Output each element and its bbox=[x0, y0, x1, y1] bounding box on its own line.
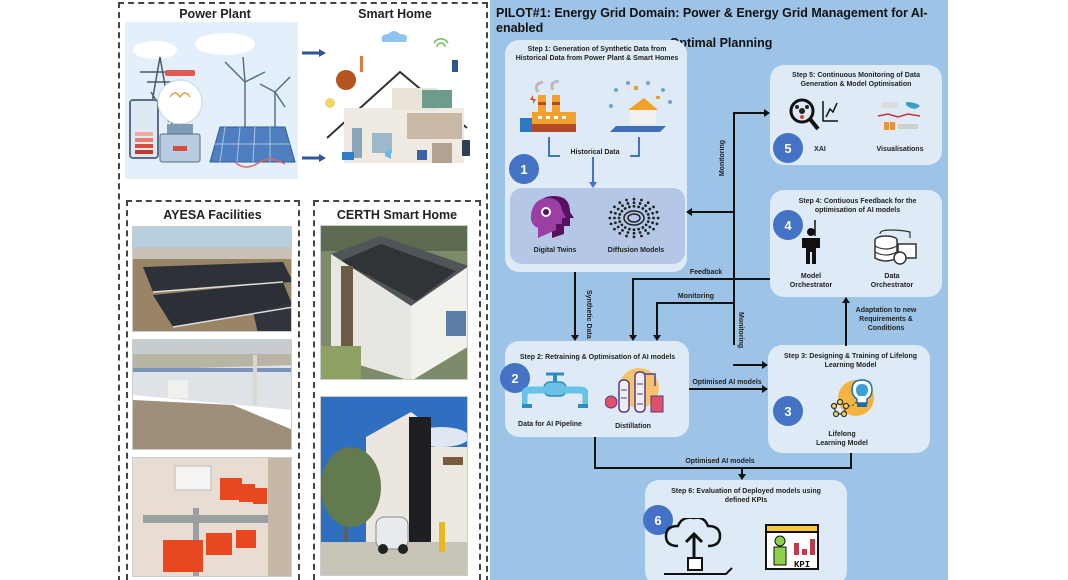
step3-title: Step 3: Designing & Training of Lifelong… bbox=[784, 353, 917, 369]
arrow-down-icon bbox=[629, 335, 637, 341]
smart-home-title: Smart Home bbox=[358, 7, 432, 21]
diffusion-models-icon bbox=[608, 196, 660, 240]
certh-photo-aerial bbox=[320, 225, 468, 380]
data-orchestrator-label: Data Orchestrator bbox=[870, 273, 914, 289]
trunk-to-step3 bbox=[733, 364, 763, 366]
ayesa-photo-solar-panels bbox=[132, 226, 292, 332]
monitoring-label: Monitoring bbox=[677, 293, 715, 300]
model-orchestrator-label: Model Orchestrator bbox=[789, 273, 833, 289]
historical-data-label: Historical Data bbox=[560, 148, 630, 157]
step5-number-badge: 5 bbox=[773, 133, 803, 163]
optimised-models-label-2: Optimised AI models bbox=[685, 458, 755, 465]
diagram-title: PILOT#1: Energy Grid Domain: Power & Ene… bbox=[496, 6, 946, 51]
step1-title: Step 1: Generation of Synthetic Data fro… bbox=[515, 46, 679, 62]
ayesa-title: AYESA Facilities bbox=[163, 208, 262, 222]
arrow-down-icon bbox=[738, 474, 746, 480]
power-plant-title: Power Plant bbox=[179, 7, 251, 21]
ayesa-photo-inverters bbox=[132, 457, 292, 577]
arrow-left-icon bbox=[686, 208, 692, 216]
arrow-right-icon bbox=[762, 361, 768, 369]
step5-title: Step 5: Continuous Monitoring of Data Ge… bbox=[792, 72, 920, 88]
left-dashed-frame bbox=[118, 2, 488, 580]
historical-connector-down bbox=[592, 156, 594, 184]
certh-photo-street bbox=[320, 396, 468, 576]
visualisations-icon bbox=[876, 100, 924, 132]
cloud-deployment-icon bbox=[662, 516, 734, 578]
adaptation-label: Adaptation to new Requirements & Conditi… bbox=[855, 307, 917, 332]
synthetic-data-connector bbox=[574, 272, 576, 336]
power-plant-illustration bbox=[125, 22, 298, 179]
step4-number-badge: 4 bbox=[773, 210, 803, 240]
monitoring-connector bbox=[656, 302, 734, 304]
digital-twins-label: Digital Twins bbox=[533, 247, 577, 254]
xai-label: XAI bbox=[814, 146, 826, 153]
adaptation-connector bbox=[845, 302, 847, 346]
step4-title: Step 4: Contiuous Feedback for the optim… bbox=[798, 198, 917, 214]
trunk-to-step1 bbox=[692, 211, 735, 213]
historical-connector-left bbox=[548, 137, 550, 157]
step3-down-connector bbox=[850, 453, 852, 469]
kpi-dashboard-icon: KPI bbox=[764, 523, 820, 575]
xai-magnifier-icon bbox=[788, 97, 840, 133]
step2-number-badge: 2 bbox=[500, 363, 530, 393]
factory-icon bbox=[518, 79, 576, 132]
distillation-label: Distillation bbox=[615, 423, 651, 430]
feedback-label: Feedback bbox=[689, 269, 723, 276]
bottom-connector bbox=[594, 467, 852, 469]
arrow-down-icon bbox=[589, 182, 597, 188]
visualisations-label: Visualisations bbox=[876, 146, 924, 153]
to-step6-connector bbox=[741, 467, 743, 475]
distillation-icon bbox=[604, 366, 667, 414]
lifelong-learning-label: Lifelong Learning Model bbox=[816, 431, 868, 447]
pipeline-icon bbox=[520, 370, 590, 412]
digital-twins-icon bbox=[530, 196, 586, 240]
optimised-connector-2-to-3 bbox=[689, 388, 763, 390]
step6-title: Step 6: Evaluation of Deployed models us… bbox=[671, 488, 821, 504]
monitoring-label-lower: Monitoring bbox=[737, 312, 744, 349]
step2-title: Step 2: Retraining & Optimisation of AI … bbox=[519, 354, 676, 361]
monitoring-label-upper: Monitoring bbox=[719, 140, 726, 177]
monitoring-connector-down bbox=[656, 302, 658, 336]
arrow-up-icon bbox=[842, 297, 850, 303]
ayesa-photo-rooftop bbox=[132, 339, 292, 450]
arrow-down-icon bbox=[653, 335, 661, 341]
arrow-right-icon bbox=[762, 385, 768, 393]
diffusion-models-label: Diffusion Models bbox=[607, 247, 665, 254]
arrow-right-icon bbox=[302, 149, 326, 162]
synthetic-data-label: Synthetic Data bbox=[585, 290, 592, 339]
model-orchestrator-icon bbox=[798, 218, 826, 266]
lifelong-learning-icon bbox=[826, 376, 878, 426]
data-orchestrator-icon bbox=[872, 228, 918, 266]
certh-title: CERTH Smart Home bbox=[336, 208, 458, 222]
smart-city-icon bbox=[608, 78, 674, 134]
certh-dashed-frame bbox=[313, 200, 481, 580]
step2-down-connector bbox=[594, 437, 596, 469]
pipeline-label: Data for AI Pipeline bbox=[518, 421, 582, 428]
arrow-right-icon bbox=[764, 109, 770, 117]
monitoring-to-step5 bbox=[733, 112, 765, 114]
optimised-models-label-1: Optimised AI models bbox=[692, 379, 762, 386]
feedback-connector bbox=[632, 278, 770, 280]
diagram-title-line2: Optimal Planning bbox=[669, 36, 773, 50]
svg-text:KPI: KPI bbox=[794, 560, 810, 570]
arrow-down-icon bbox=[571, 335, 579, 341]
diagram-title-line1: PILOT#1: Energy Grid Domain: Power & Ene… bbox=[496, 6, 928, 35]
step1-number-badge: 1 bbox=[509, 154, 539, 184]
feedback-connector-down bbox=[632, 278, 634, 336]
historical-connector-right bbox=[638, 137, 640, 157]
smart-home-illustration bbox=[322, 28, 478, 164]
monitoring-trunk-upper bbox=[733, 112, 735, 345]
arrow-right-icon bbox=[302, 44, 326, 57]
ayesa-dashed-frame bbox=[126, 200, 300, 580]
step3-number-badge: 3 bbox=[773, 396, 803, 426]
